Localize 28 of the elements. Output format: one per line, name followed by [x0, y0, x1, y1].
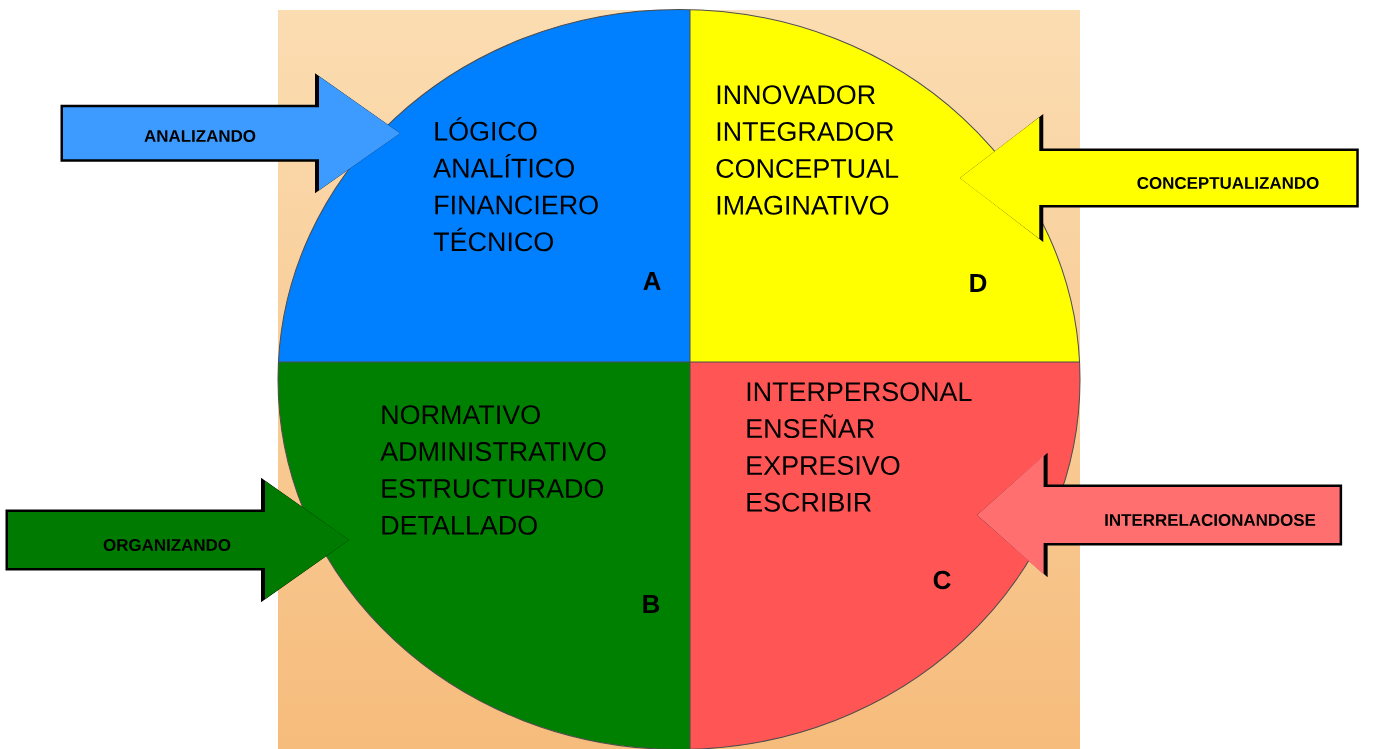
node-label: NORMATIVO	[382, 405, 540, 425]
word-list: NORMATIVO ADMINISTRATIVO ESTRUCTURADO DETALLADO	[380, 405, 606, 535]
node-label: FINANCIERO	[435, 195, 598, 215]
node-label: ENSEÑAR	[747, 414, 875, 439]
quadrant-letter: A	[643, 272, 661, 290]
node-label: IMAGINATIVO	[717, 195, 889, 215]
edge-label: ANALIZANDO	[144, 130, 256, 142]
node-label: INTERPERSONAL	[747, 382, 972, 402]
node-label: INNOVADOR	[717, 85, 875, 105]
node-label: ESTRUCTURADO	[382, 478, 604, 498]
word-list: LÓGICO ANALÍTICO FINANCIERO TÉCNICO	[433, 117, 598, 252]
node-label: ADMINISTRATIVO	[380, 442, 606, 462]
node-label: CONCEPTUAL	[716, 158, 899, 178]
node-label: TÉCNICO	[433, 227, 553, 252]
edge-label: CONCEPTUALIZANDO	[1137, 177, 1319, 189]
quadrant-letter: B	[643, 595, 660, 613]
quadrant-letter: D	[970, 274, 987, 292]
node-label: ANALÍTICO	[433, 154, 574, 178]
node-label: INTEGRADOR	[717, 122, 894, 142]
node-label: EXPRESIVO	[747, 455, 900, 475]
edge-label: INTERRELACIONANDOSE	[1105, 514, 1316, 526]
node-label: DETALLADO	[382, 515, 537, 535]
node-label: LÓGICO	[435, 117, 537, 141]
node-label: ESCRIBIR	[747, 492, 872, 512]
edge-label: ORGANIZANDO	[103, 539, 231, 551]
quadrant-letter: C	[933, 570, 951, 590]
word-list: INNOVADOR INTEGRADOR CONCEPTUAL IMAGINATIVO	[716, 85, 899, 215]
word-list: INTERPERSONAL ENSEÑAR EXPRESIVO ESCRIBIR	[747, 382, 972, 512]
